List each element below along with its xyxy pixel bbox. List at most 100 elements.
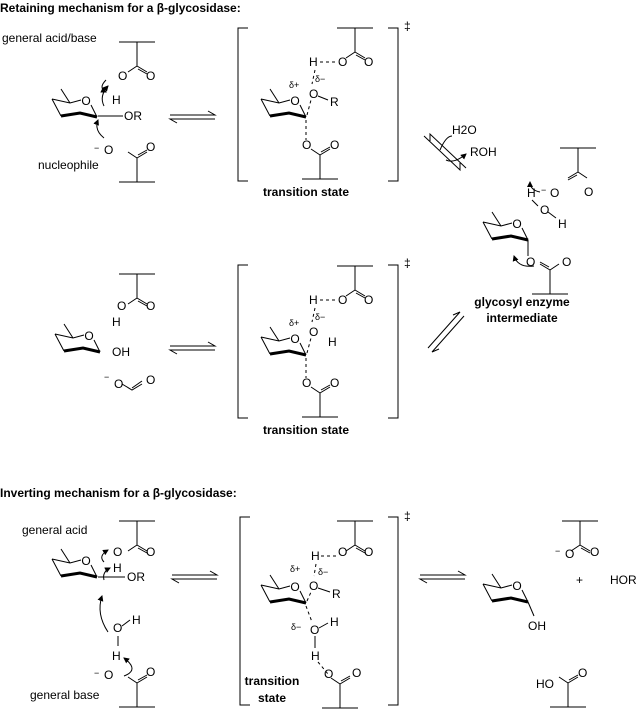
svg-text:HO: HO (536, 677, 554, 691)
svg-text:δ+: δ+ (290, 564, 300, 574)
bracket (237, 27, 399, 182)
svg-text:O: O (550, 186, 559, 200)
svg-text:O: O (302, 138, 311, 152)
sugar-ring (53, 322, 102, 354)
svg-text:O: O (104, 143, 113, 157)
svg-text:OR: OR (124, 109, 142, 123)
intermediate-label: intermediate (486, 311, 558, 325)
equilibrium-arrow-icon (427, 311, 465, 353)
svg-text:δ+: δ+ (289, 80, 299, 90)
inverting-title: Inverting mechanism for a β-glycosidase: (0, 486, 237, 500)
svg-text:O: O (540, 203, 549, 217)
svg-text:δ−: δ− (315, 312, 325, 322)
svg-text:O: O (590, 545, 599, 559)
svg-text:H2O: H2O (452, 123, 477, 137)
svg-text:O: O (330, 376, 339, 390)
svg-text:O: O (338, 293, 347, 307)
svg-text:R: R (332, 587, 341, 601)
svg-text:H: H (311, 649, 320, 663)
svg-text:O: O (364, 545, 373, 559)
transition-state-label: state (258, 691, 286, 705)
svg-text:O: O (330, 138, 339, 152)
svg-text:O: O (338, 545, 347, 559)
svg-text:H: H (328, 335, 337, 349)
bracket (239, 516, 399, 706)
intermediate-label: glycosyl enzyme (474, 295, 570, 309)
svg-text:O: O (104, 668, 113, 682)
curved-arrow-icon (101, 85, 109, 107)
svg-text:O: O (310, 623, 319, 637)
svg-text:O: O (117, 299, 126, 313)
sugar-ring (50, 87, 99, 119)
svg-text:δ−: δ− (318, 567, 328, 577)
svg-text:H: H (309, 55, 318, 69)
svg-text:OH: OH (528, 619, 546, 633)
equilibrium-arrow-icon (169, 110, 216, 124)
svg-text:O: O (309, 325, 318, 339)
svg-text:R: R (330, 95, 339, 109)
svg-text:O: O (118, 69, 127, 83)
svg-text:−: − (94, 143, 99, 153)
svg-text:O: O (146, 545, 155, 559)
svg-text:H: H (112, 649, 121, 663)
svg-text:−: − (555, 546, 560, 556)
svg-text:O: O (146, 373, 155, 387)
svg-text:O: O (364, 293, 373, 307)
svg-text:−: − (541, 185, 546, 195)
transition-state-label: transition state (263, 185, 349, 199)
carboxylate-group (559, 147, 597, 181)
svg-text:ROH: ROH (470, 145, 497, 159)
svg-text:H: H (330, 615, 339, 629)
svg-text:O: O (324, 667, 333, 681)
general-base-label: general base (30, 688, 100, 702)
svg-text:O: O (146, 140, 155, 154)
svg-text:H: H (112, 93, 121, 107)
svg-text:O: O (113, 621, 122, 635)
svg-text:O: O (146, 299, 155, 313)
svg-text:O: O (338, 55, 347, 69)
sugar-ring (481, 572, 530, 604)
svg-text:O: O (113, 545, 122, 559)
svg-text:O: O (146, 69, 155, 83)
svg-text:O: O (302, 376, 311, 390)
svg-text:OH: OH (112, 345, 130, 359)
transition-state-label: transition state (263, 423, 349, 437)
sugar-ring (50, 547, 99, 579)
general-acid-label: general acid (22, 523, 87, 537)
svg-text:H: H (112, 315, 121, 329)
svg-text:H: H (309, 293, 318, 307)
svg-text:O: O (584, 185, 593, 199)
svg-text:O: O (352, 666, 361, 680)
svg-text:O: O (146, 665, 155, 679)
svg-text:O: O (309, 87, 318, 101)
svg-text:H: H (558, 217, 567, 231)
equilibrium-arrow-icon (169, 341, 216, 355)
equilibrium-arrow-icon (419, 570, 466, 584)
svg-text:δ+: δ+ (289, 318, 299, 328)
svg-text:O: O (114, 377, 123, 391)
svg-text:OR: OR (127, 570, 145, 584)
sugar-ring (481, 210, 530, 242)
svg-text:‡: ‡ (404, 509, 411, 523)
transition-state-label: transition (245, 674, 300, 688)
svg-text:δ−: δ− (291, 622, 301, 632)
svg-text:O: O (364, 55, 373, 69)
svg-text:O: O (578, 666, 587, 680)
svg-text:δ−: δ− (315, 74, 325, 84)
svg-text:‡: ‡ (404, 19, 411, 33)
svg-text:H: H (527, 186, 536, 200)
plus-sign: + (576, 573, 583, 587)
sugar-ring (259, 325, 308, 357)
svg-text:‡: ‡ (404, 256, 411, 270)
carboxylate-group (118, 149, 156, 183)
svg-text:−: − (94, 668, 99, 678)
svg-text:O: O (309, 579, 318, 593)
svg-text:H: H (311, 549, 320, 563)
svg-text:H: H (132, 613, 141, 627)
curved-arrow-icon (93, 119, 105, 139)
svg-text:O: O (565, 547, 574, 561)
sugar-ring (259, 87, 308, 119)
svg-text:H: H (113, 561, 122, 575)
svg-text:O: O (562, 255, 571, 269)
